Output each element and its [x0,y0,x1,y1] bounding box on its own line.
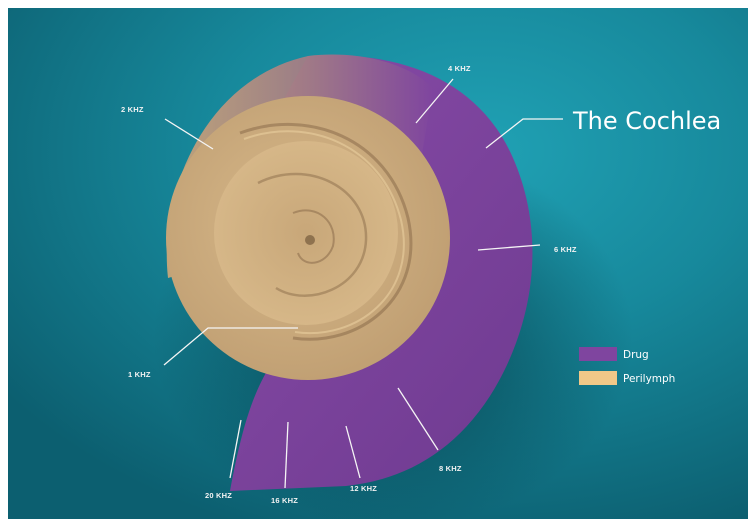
label-12khz: 12 KHZ [350,484,377,493]
label-16khz: 16 KHZ [271,496,298,505]
cochlea-illustration: 2 KHZ 4 KHZ 6 KHZ 1 KHZ 8 KHZ 12 KHZ 16 … [8,8,748,519]
legend-label-perilymph: Perilymph [623,373,675,385]
label-8khz: 8 KHZ [439,464,462,473]
spiral-ridge-inner [257,172,368,297]
spiral-ridge-outer-hl [243,130,405,335]
legend-label-drug: Drug [623,349,649,361]
legend-swatch-perilymph [579,371,617,385]
legend: Drug Perilymph [579,347,675,385]
spiral-ridge-outer [239,122,413,341]
cochlea-svg: 2 KHZ 4 KHZ 6 KHZ 1 KHZ 8 KHZ 12 KHZ 16 … [8,8,748,519]
spiral-apex [305,235,315,245]
label-20khz: 20 KHZ [205,491,232,500]
leader-2khz [164,118,214,150]
leader-title [485,118,563,149]
legend-swatch-drug [579,347,617,361]
leader-1khz [163,327,298,366]
spiral-ridge-center [292,209,335,264]
leader-16khz [284,421,289,489]
inner-turn [214,141,398,325]
label-4khz: 4 KHZ [448,64,471,73]
diagram-title: The Cochlea [572,107,721,135]
label-6khz: 6 KHZ [554,245,577,254]
label-1khz: 1 KHZ [128,370,151,379]
leader-8khz [397,387,439,451]
leader-20khz [229,419,242,479]
label-2khz: 2 KHZ [121,105,144,114]
leader-6khz [477,244,541,251]
leader-4khz [415,78,454,124]
leader-12khz [345,425,361,479]
